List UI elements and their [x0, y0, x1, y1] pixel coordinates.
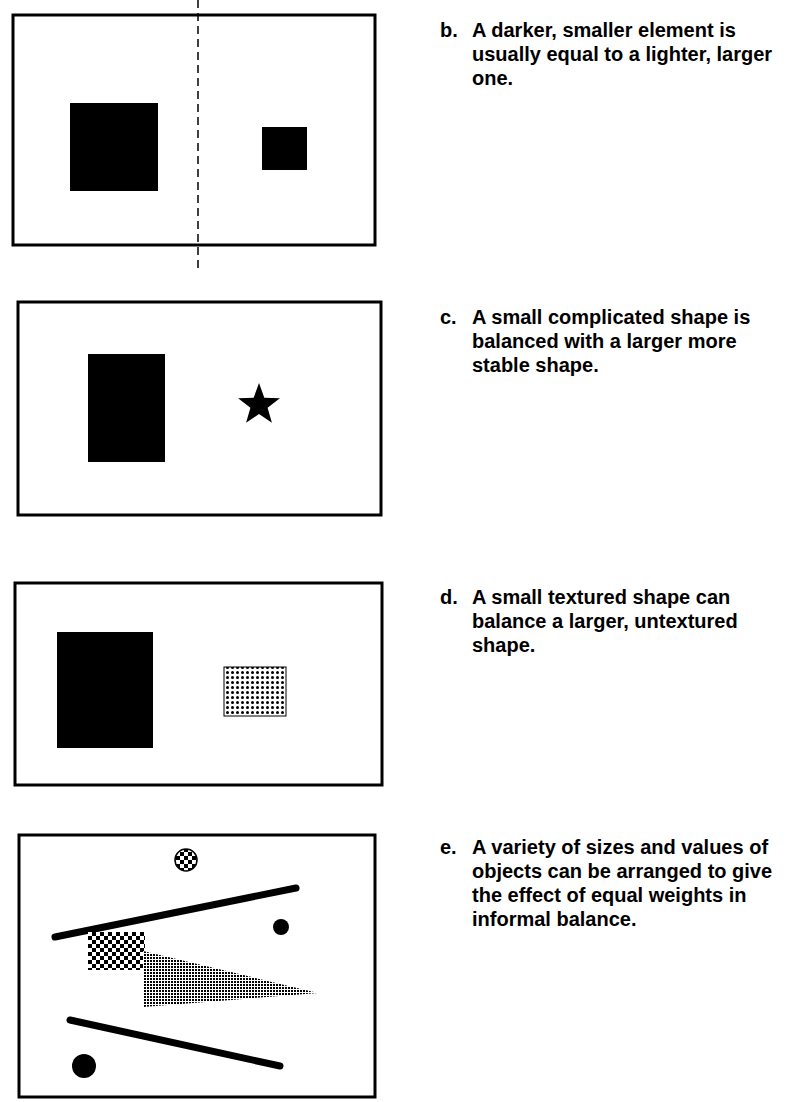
balance-axis	[197, 0, 199, 268]
bar-line	[55, 888, 296, 937]
textured-wedge	[143, 951, 318, 1007]
large-square	[70, 103, 158, 191]
panel-c	[18, 302, 381, 515]
item-letter: d.	[440, 585, 470, 609]
item-text: A small complicated shape is balanced wi…	[472, 305, 777, 377]
checkered-block	[88, 932, 145, 970]
item-letter: e.	[440, 835, 470, 859]
item-text: A variety of sizes and values of objects…	[472, 835, 777, 931]
bar-line	[70, 1020, 280, 1066]
panel-frame	[13, 15, 375, 245]
panel-frame	[19, 835, 375, 1097]
panel-frame	[15, 583, 382, 785]
panel-b	[13, 0, 375, 268]
item-text: A small textured shape can balance a lar…	[472, 585, 777, 657]
small-dot	[273, 919, 289, 935]
small-square	[262, 127, 307, 170]
textured-blob	[175, 849, 197, 871]
star-shape	[238, 383, 280, 423]
item-text: A darker, smaller element is usually equ…	[472, 18, 777, 90]
textured-square	[224, 667, 286, 716]
item-letter: c.	[440, 305, 470, 329]
panel-d	[15, 583, 382, 785]
large-rectangle	[57, 632, 153, 748]
large-rectangle	[88, 354, 165, 462]
large-dot	[72, 1054, 96, 1078]
item-letter: b.	[440, 18, 470, 42]
panel-frame	[18, 302, 381, 515]
panel-e	[19, 835, 375, 1097]
